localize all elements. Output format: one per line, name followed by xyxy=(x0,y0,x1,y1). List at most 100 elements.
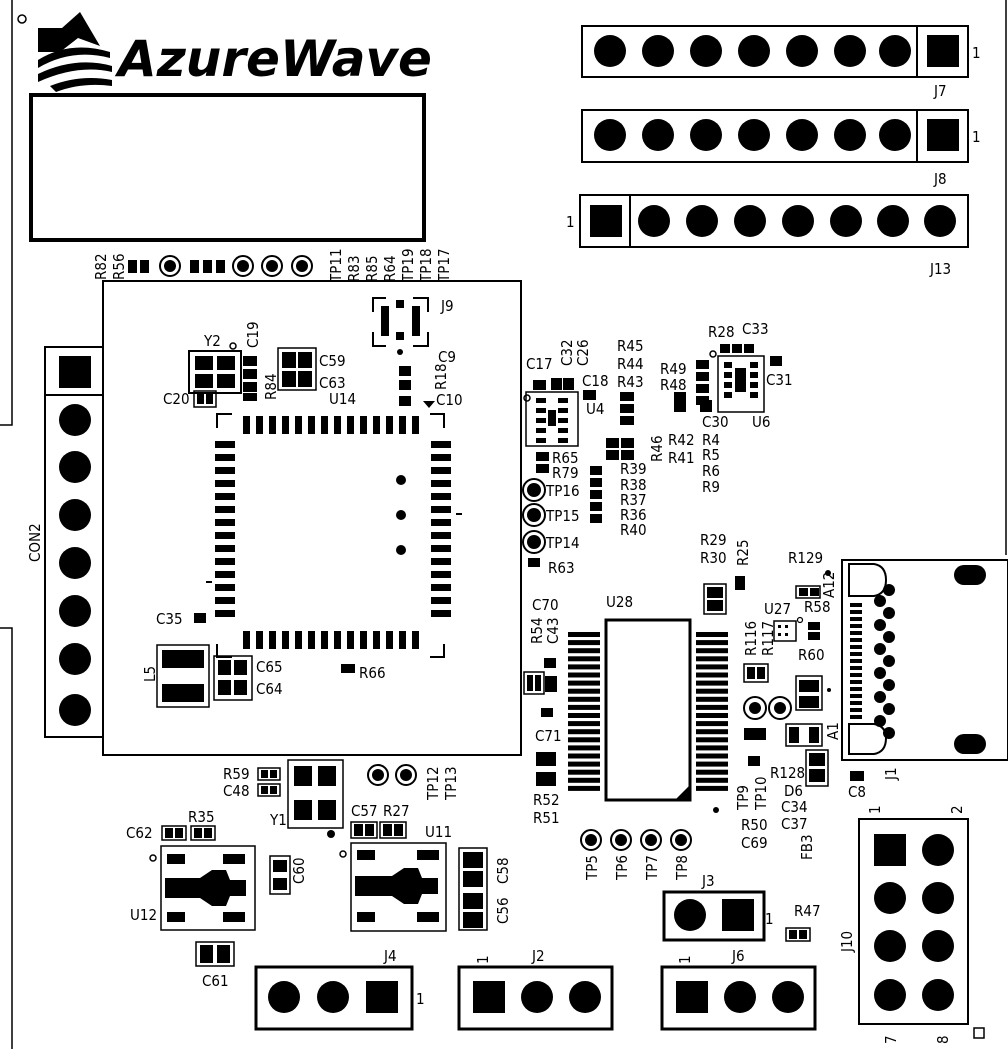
label-c70: C70 xyxy=(532,596,559,614)
u14-top-pad xyxy=(308,416,315,434)
res-r129 xyxy=(795,585,821,599)
u14-top-pad xyxy=(269,416,276,434)
label-r54: R54 xyxy=(528,617,546,644)
label-tp7: TP7 xyxy=(643,855,661,881)
caps-c43-c71 xyxy=(523,658,557,786)
label-tp11: TP11 xyxy=(327,248,345,283)
u28-right-pad xyxy=(696,713,728,718)
res-r65-r79 xyxy=(536,452,549,473)
u28-left-pad xyxy=(568,737,600,743)
pin1-marker xyxy=(423,401,435,408)
u14-bottom-pad xyxy=(412,631,419,649)
label-r56: R56 xyxy=(110,253,128,280)
chip-u4 xyxy=(523,391,579,447)
label-y2: Y2 xyxy=(203,332,221,350)
res-r63 xyxy=(528,558,540,567)
label-c19: C19 xyxy=(244,321,262,348)
u28-left-pad xyxy=(568,688,600,694)
u28-left-pad xyxy=(568,721,600,727)
u28-left-pad xyxy=(568,680,600,686)
label-c60: C60 xyxy=(290,857,308,884)
u28-right-pad xyxy=(696,769,728,775)
label-c10: C10 xyxy=(436,391,463,409)
label-r42: R42 xyxy=(668,431,695,449)
u14-left-pad xyxy=(215,506,235,513)
label-r46: R46 xyxy=(648,435,666,462)
label-c17: C17 xyxy=(526,355,553,373)
res-r28-c33 xyxy=(720,344,754,353)
corner-mark xyxy=(973,1027,985,1039)
u14-right-pad xyxy=(431,545,451,552)
u28-left-pad xyxy=(568,704,600,710)
u14-bottom-pad xyxy=(269,631,276,649)
cap-c60 xyxy=(269,855,291,895)
label-r83: R83 xyxy=(345,255,363,282)
j1-contact xyxy=(850,694,862,698)
u14-bottom-pad xyxy=(243,631,250,649)
res-c57-r27 xyxy=(350,821,407,839)
u28-right-pad xyxy=(696,777,728,783)
u14-right-pad xyxy=(431,493,451,500)
u14-left-pad xyxy=(215,493,235,500)
connector-con2 xyxy=(44,346,104,738)
res-r43-r45 xyxy=(620,392,634,425)
label-r60: R60 xyxy=(798,646,825,664)
res-r39-r40 xyxy=(590,466,602,523)
label-c32: C32 xyxy=(558,339,576,366)
j1-contact xyxy=(850,652,862,656)
res-r66 xyxy=(341,664,355,673)
j1-pin xyxy=(874,643,886,655)
header-j8 xyxy=(581,109,969,163)
j1-pin xyxy=(883,703,895,715)
u14-top-pad xyxy=(347,416,354,434)
u14-right-pad xyxy=(431,610,451,617)
cap-c35 xyxy=(194,613,206,623)
u28-right-pad xyxy=(696,648,728,654)
u14-left-pad xyxy=(215,480,235,487)
label-r52: R52 xyxy=(533,791,560,809)
label-r6: R6 xyxy=(702,462,720,480)
label-u12: U12 xyxy=(130,906,157,924)
j1-contact xyxy=(850,687,862,691)
u14-left-pad xyxy=(215,558,235,565)
u14-left-pad xyxy=(215,571,235,578)
u28-right-pad xyxy=(696,721,728,727)
j10-pin7-mark: 7 xyxy=(882,1035,900,1044)
connector-j4 xyxy=(254,965,414,1031)
u28-right-pad xyxy=(696,753,728,759)
label-tp5: TP5 xyxy=(583,855,601,881)
label-r41: R41 xyxy=(668,449,695,467)
label-tp16: TP16 xyxy=(545,482,580,500)
label-tp15: TP15 xyxy=(545,507,580,525)
label-r59: R59 xyxy=(223,765,250,783)
u14-top-pad xyxy=(386,416,393,434)
u14-right-pad xyxy=(431,441,451,448)
j1-contact xyxy=(850,624,862,628)
label-r35: R35 xyxy=(188,808,215,826)
u28-right-pad xyxy=(696,729,728,735)
j1-pin xyxy=(883,631,895,643)
res-r59-c48 xyxy=(257,767,281,797)
u14-left-pad xyxy=(215,610,235,617)
label-c30: C30 xyxy=(702,413,729,431)
connector-j2 xyxy=(457,965,614,1031)
label-r116: R116 xyxy=(742,621,760,656)
res-r35-c62 xyxy=(161,825,216,841)
label-r79: R79 xyxy=(552,464,579,482)
j1-contact xyxy=(850,638,862,642)
label-u11: U11 xyxy=(425,823,452,841)
connector-j1 xyxy=(825,559,1008,761)
test-points-tp5-8 xyxy=(580,829,692,851)
chip-u6 xyxy=(709,350,765,413)
label-r82: R82 xyxy=(92,253,110,280)
u28-right-pad xyxy=(696,745,728,751)
u14-bottom-pad xyxy=(399,631,406,649)
u14-bottom-pad xyxy=(295,631,302,649)
j1-contact xyxy=(850,666,862,670)
u28-right-pad xyxy=(696,737,728,743)
fiducial-mark xyxy=(17,14,27,24)
parts-d6-a1 xyxy=(713,663,829,813)
chip-u28 xyxy=(568,618,728,802)
label-c34: C34 xyxy=(781,798,808,816)
u14-left-pad xyxy=(215,441,235,448)
